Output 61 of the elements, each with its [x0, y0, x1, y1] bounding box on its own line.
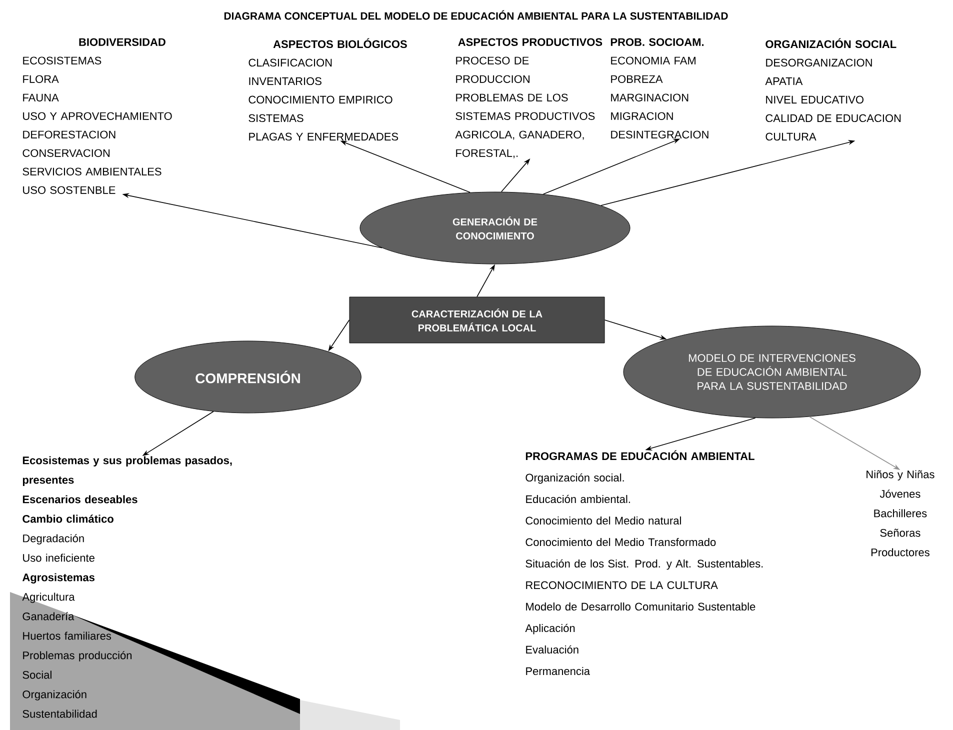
- list-item: Cambio climático: [22, 514, 114, 523]
- list-heading: ASPECTOS BIOLÓGICOS: [273, 38, 407, 48]
- list-item: Agricultura: [22, 592, 75, 603]
- list-heading: PROB. SOCIOAM.: [610, 38, 704, 46]
- list-item: Niños y Niñas: [866, 470, 934, 480]
- list-item: RECONOCIMIENTO DE LA CULTURA: [526, 581, 718, 590]
- list-item: Bachilleres: [874, 509, 927, 518]
- list-item: USO SOSTENBLE: [23, 186, 116, 194]
- list-item: APATIA: [765, 77, 803, 85]
- list-item: Conocimiento del Medio Transformado: [526, 538, 716, 546]
- list-item: FAUNA: [23, 94, 59, 102]
- list-item: Permanencia: [526, 666, 590, 676]
- process-box: CARACTERIZACIÓN DE LA PROBLEMÁTICA LOCAL: [349, 296, 605, 344]
- list-item: Modelo de Desarrollo Comunitario Sustentable: [526, 602, 756, 611]
- list-item: Productores: [871, 548, 930, 556]
- list-item: PROBLEMAS DE LOS SISTEMAS PRODUCTIVOS AGRICOLA, GANADERO, FORESTAL,.: [455, 94, 595, 158]
- list-item: Degradación: [23, 534, 84, 544]
- list-item: Agrosistemas: [22, 573, 94, 584]
- list-heading: ORGANIZACIÓN SOCIAL: [766, 38, 896, 48]
- list-item: DEFORESTACION: [23, 130, 116, 138]
- list-heading: BIODIVERSIDAD: [79, 38, 166, 46]
- list-item: Jóvenes: [880, 490, 920, 498]
- list-item: USO Y APROVECHAMIENTO: [23, 112, 172, 120]
- list-item: Señoras: [880, 528, 920, 537]
- list-item: Huertos familiares: [23, 632, 112, 640]
- list-item: CALIDAD DE EDUCACION: [766, 114, 901, 122]
- list-item: Evaluación: [526, 645, 578, 654]
- list-item: Aplicación: [525, 624, 575, 634]
- list-heading: ASPECTOS PRODUCTIVOS: [458, 38, 602, 46]
- list-item: MIGRACION: [611, 112, 673, 120]
- list-item: SERVICIOS AMBIENTALES: [22, 168, 162, 176]
- list-item: Problemas producción: [23, 651, 132, 662]
- list-item: SISTEMAS: [248, 114, 304, 122]
- list-item: Organización: [22, 690, 86, 700]
- list-item: NIVEL EDUCATIVO: [766, 96, 864, 104]
- list-item: ECOSISTEMAS: [23, 56, 102, 64]
- list-item: Organización social.: [526, 473, 624, 484]
- list-item: Educación ambiental.: [526, 494, 630, 504]
- list-item: CLASIFICACION: [248, 58, 332, 67]
- list-item: Escenarios deseables: [22, 495, 138, 504]
- list-item: CONOCIMIENTO EMPIRICO: [248, 96, 392, 104]
- list-item: Uso ineficiente: [23, 554, 94, 562]
- list-item: POBREZA: [611, 75, 663, 83]
- list-item: Ganadería: [22, 612, 74, 620]
- list-item: ECONOMIA FAM: [611, 56, 696, 64]
- list-item: MARGINACION: [611, 94, 688, 102]
- list-item: Conocimiento del Medio natural: [526, 516, 681, 525]
- list-item: Social: [22, 670, 52, 679]
- list-item: Sustentabilidad: [22, 710, 97, 718]
- list-item: CONSERVACION: [22, 149, 110, 157]
- list-item: Ecosistemas y sus problemas pasados, presentes: [22, 456, 232, 486]
- list-item: DESINTEGRACION: [611, 130, 708, 138]
- list-item: Situación de los Sist. Prod. y Alt. Sustentables.: [526, 559, 763, 570]
- list-item: PROCESO DE PRODUCCION: [456, 56, 530, 83]
- list-item: CULTURA: [766, 132, 816, 141]
- list-item: PLAGAS Y ENFERMEDADES: [249, 132, 398, 141]
- title: DIAGRAMA CONCEPTUAL DEL MODELO DE EDUCACIÓN AMBIENTAL PARA LA SUSTENTABILIDAD: [224, 10, 728, 20]
- list-heading: PROGRAMAS DE EDUCACIÓN AMBIENTAL: [526, 450, 754, 460]
- list-item: FLORA: [23, 75, 59, 83]
- list-item: INVENTARIOS: [249, 77, 322, 86]
- list-item: DESORGANIZACION: [766, 58, 872, 67]
